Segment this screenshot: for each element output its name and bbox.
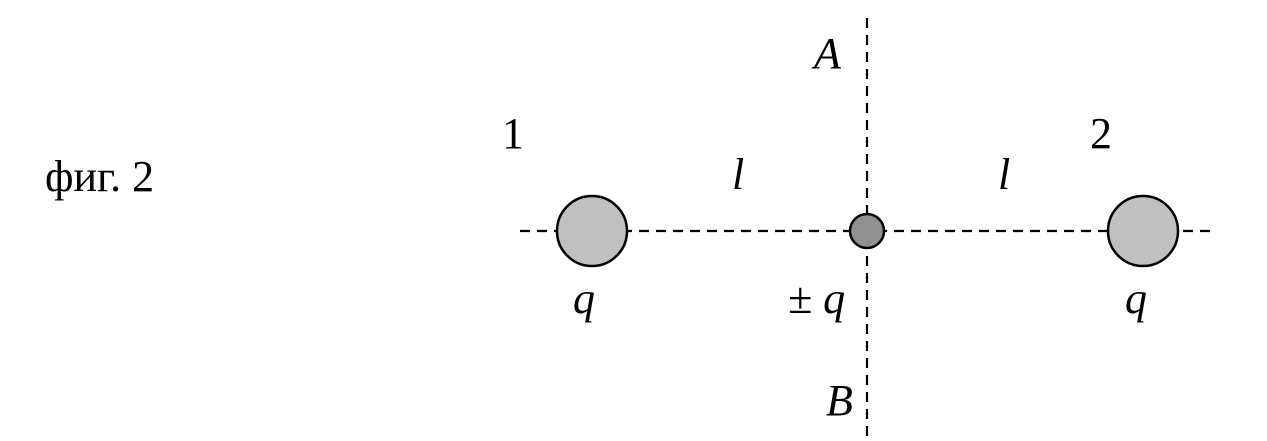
left-distance-label: l <box>732 150 744 199</box>
left-charge-number: 1 <box>502 109 524 158</box>
right-charge-number: 2 <box>1090 109 1112 158</box>
right-charge-label: q <box>1125 274 1147 323</box>
axis-bottom-label: B <box>826 376 853 425</box>
figure-caption: фиг. 2 <box>45 152 154 201</box>
axis-top-label: A <box>811 29 842 78</box>
left-charge-label: q <box>573 274 595 323</box>
right-distance-label: l <box>998 150 1010 199</box>
right-charge-ball <box>1106 194 1180 268</box>
center-charge-ball <box>848 212 886 250</box>
center-charge-label: ± q <box>788 274 845 323</box>
left-charge-ball <box>555 194 629 268</box>
